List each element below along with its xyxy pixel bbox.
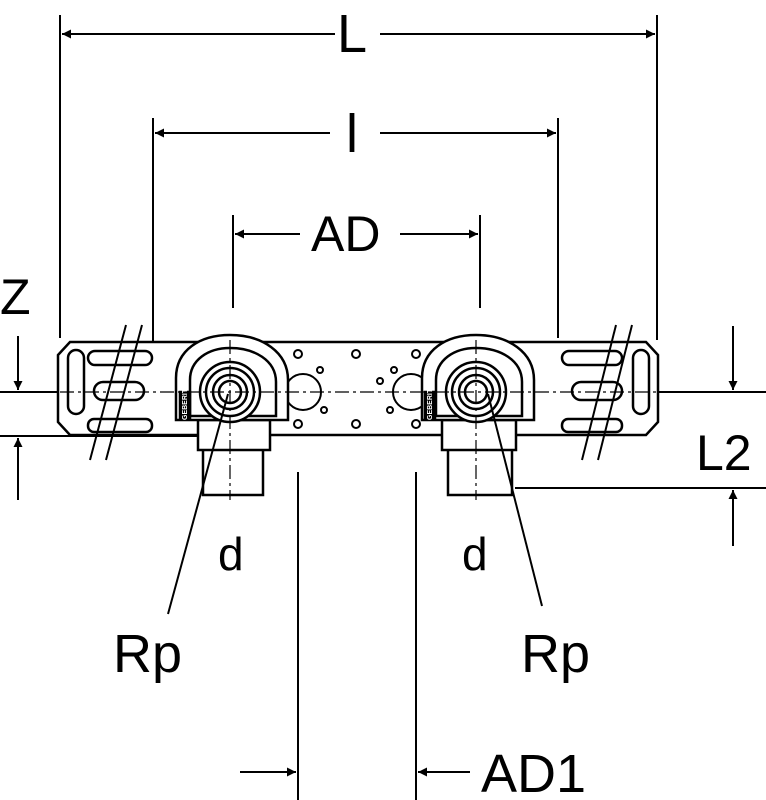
dimension-label-L: L: [337, 4, 367, 64]
leader-lines: [167, 393, 543, 615]
left-elbow-fitting: [174, 333, 290, 497]
svg-text:GEBERIT: GEBERIT: [427, 388, 434, 420]
dimension-label-AD1: AD1: [481, 744, 586, 800]
dimension-label-l: l: [346, 104, 358, 164]
dimension-label-L2: L2: [696, 425, 752, 481]
extension-lines: [0, 15, 766, 800]
svg-text:GEBERIT: GEBERIT: [182, 388, 189, 420]
dimension-label-AD: AD: [311, 206, 380, 262]
dimension-label-d-right: d: [462, 528, 488, 580]
dimension-label-d-left: d: [218, 528, 244, 580]
brand-logo: GEBERIT GEBERIT: [182, 388, 434, 420]
thread-label-Rp-left: Rp: [113, 624, 182, 684]
center-lines: [60, 340, 657, 500]
dimension-label-Z: Z: [0, 269, 31, 325]
thread-label-Rp-right: Rp: [521, 624, 590, 684]
right-elbow-fitting: [420, 333, 536, 497]
dimension-lines: [13, 29, 738, 777]
